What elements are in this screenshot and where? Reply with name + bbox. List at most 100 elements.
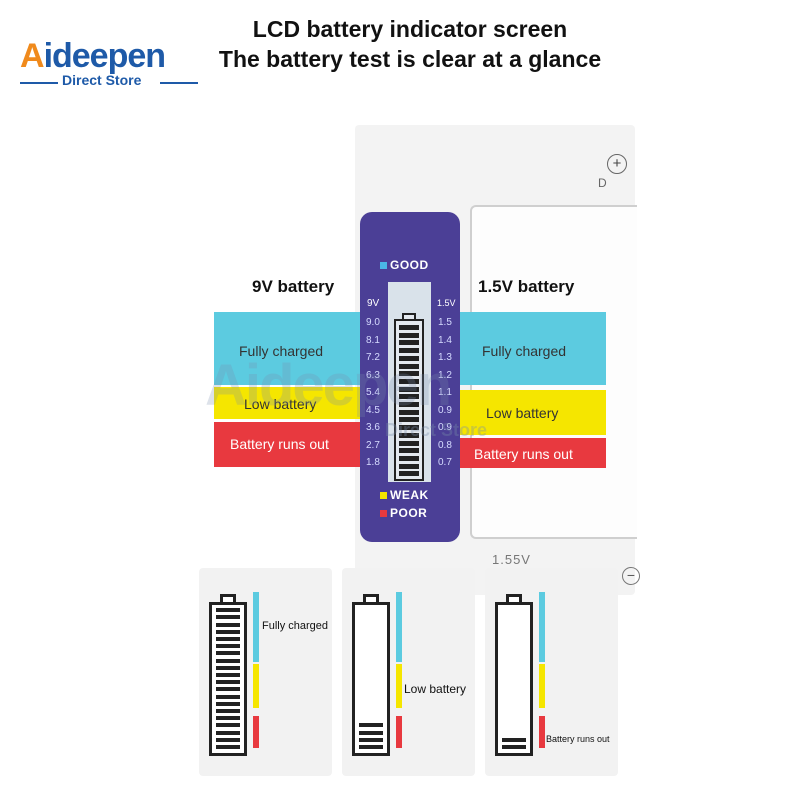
scale-value: 0.8 xyxy=(438,439,452,451)
scale-value: 1.3 xyxy=(438,352,452,363)
scale-value: 9.0 xyxy=(366,317,380,328)
lcd-header-1-5v: 1.5V xyxy=(437,298,456,308)
polarity-label: D xyxy=(598,176,607,190)
battery-segment xyxy=(216,730,240,735)
band-low-left: Low battery xyxy=(214,387,360,419)
battery-segment xyxy=(399,417,419,423)
card-label: Low battery xyxy=(404,682,467,696)
battery-segment xyxy=(216,745,240,749)
battery-segment xyxy=(399,355,419,361)
battery-segment xyxy=(399,332,419,338)
card-label: Battery runs out xyxy=(546,734,610,744)
band-low-right: Low battery xyxy=(460,390,606,435)
level-bar xyxy=(539,716,545,748)
battery-segment xyxy=(216,629,240,634)
logo-rule-right xyxy=(160,82,198,84)
battery-segment xyxy=(399,371,419,377)
battery-segment xyxy=(359,745,383,749)
scale-value: 7.2 xyxy=(366,352,380,363)
band-label: Battery runs out xyxy=(474,446,573,462)
battery-segment xyxy=(399,432,419,438)
band-label: Low battery xyxy=(244,396,317,412)
scale-value: 4.5 xyxy=(366,404,380,416)
lcd-battery-cap xyxy=(402,313,416,320)
battery-segment xyxy=(399,378,419,384)
scale-value: 0.9 xyxy=(438,422,452,433)
band-label: Low battery xyxy=(486,405,559,421)
battery-segment xyxy=(216,658,240,663)
minus-icon: − xyxy=(622,567,640,585)
battery-segment xyxy=(216,644,240,649)
good-swatch xyxy=(380,262,387,270)
battery-segment xyxy=(399,386,419,392)
scale-value: 1.2 xyxy=(438,369,452,381)
battery-segment xyxy=(399,394,419,400)
level-bar xyxy=(539,592,545,662)
level-bar xyxy=(539,664,545,708)
battery-segment xyxy=(216,694,240,699)
battery-segment xyxy=(216,622,240,627)
level-bar xyxy=(253,716,259,748)
level-bar xyxy=(253,664,259,708)
voltage-label: 1.55V xyxy=(492,552,531,567)
band-full-left: Fully charged xyxy=(214,312,360,385)
card-label: Fully charged xyxy=(262,620,329,632)
lcd-battery-icon xyxy=(394,319,424,481)
section-title-1-5v: 1.5V battery xyxy=(478,277,575,296)
watermark-subtitle: Direct Store xyxy=(385,420,488,440)
level-bar xyxy=(396,716,402,748)
good-indicator: GOOD xyxy=(380,258,429,272)
battery-segment xyxy=(399,455,419,461)
battery-segment xyxy=(399,348,419,354)
battery-segment xyxy=(216,701,240,706)
scale-value: 6.3 xyxy=(366,369,380,381)
battery-cap xyxy=(220,594,236,603)
battery-segment xyxy=(502,745,526,749)
lcd-header-9v: 9V xyxy=(367,298,380,309)
battery-segment xyxy=(399,448,419,454)
poor-indicator: POOR xyxy=(380,506,427,520)
logo-rule-left xyxy=(20,82,58,84)
battery-segment xyxy=(502,737,526,742)
battery-segment xyxy=(216,673,240,677)
battery-segment xyxy=(216,716,240,721)
band-out-right: Battery runs out xyxy=(460,438,606,468)
battery-segment xyxy=(216,608,240,613)
battery-segment xyxy=(216,723,240,728)
battery-outline xyxy=(352,602,390,756)
battery-segment xyxy=(216,665,240,670)
battery-segment xyxy=(399,340,419,346)
battery-segment xyxy=(216,709,240,713)
poor-swatch xyxy=(380,510,387,518)
battery-segment xyxy=(216,737,240,742)
title-line-2: The battery test is clear at a glance xyxy=(218,46,602,72)
battery-segment xyxy=(399,402,419,407)
band-label: Fully charged xyxy=(239,343,324,359)
battery-segment xyxy=(216,651,240,656)
battery-segment xyxy=(399,463,419,469)
battery-segment xyxy=(359,737,383,742)
band-out-left: Battery runs out xyxy=(214,422,360,467)
scale-value: 8.1 xyxy=(366,334,380,346)
card-low-battery: Low battery xyxy=(342,568,475,776)
battery-segment xyxy=(399,440,419,446)
scale-value: 0.9 xyxy=(438,404,452,416)
band-full-right: Fully charged xyxy=(460,312,606,385)
battery-segment xyxy=(399,325,419,330)
band-label: Fully charged xyxy=(482,343,567,359)
battery-segment xyxy=(399,409,419,415)
scale-value: 3.6 xyxy=(366,422,380,433)
scale-value: 0.7 xyxy=(438,457,452,468)
scale-value: 1.5 xyxy=(438,317,452,328)
battery-segment xyxy=(359,730,383,735)
battery-segment xyxy=(359,723,383,728)
card-fully-charged: Fully charged xyxy=(199,568,332,776)
scale-value: 1.1 xyxy=(438,387,452,398)
level-bar xyxy=(253,592,259,662)
battery-segment xyxy=(399,363,419,369)
title-line-1: LCD battery indicator screen xyxy=(252,16,568,42)
battery-segment xyxy=(216,687,240,692)
scale-value: 2.7 xyxy=(366,439,380,451)
card-battery-runs-out: Battery runs out xyxy=(485,568,618,776)
